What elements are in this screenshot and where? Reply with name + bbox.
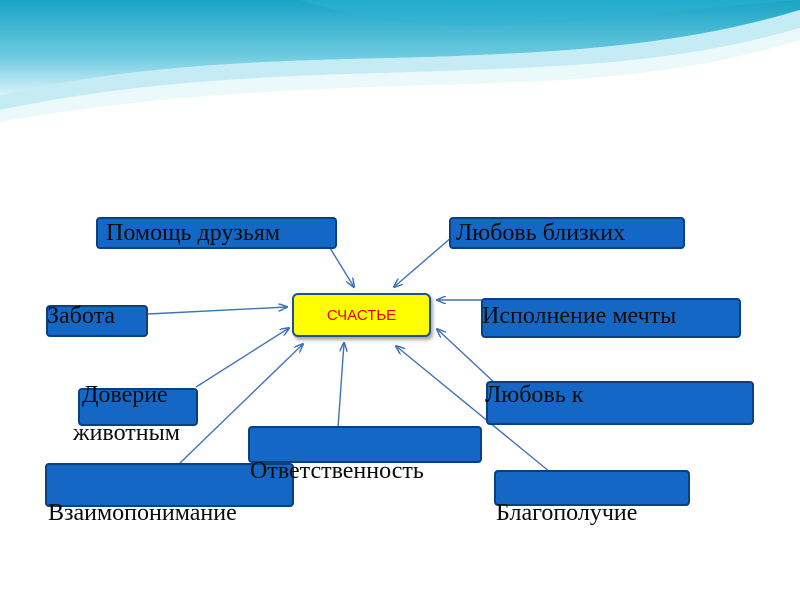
node-love-to-label: Любовь к [485, 382, 583, 408]
node-animals-label: животным [73, 420, 180, 446]
center-node-label: СЧАСТЬЕ [327, 307, 396, 324]
node-responsibility-label: Ответственность [250, 458, 424, 484]
node-trust-label: Доверие [82, 382, 168, 408]
node-dream-label: Исполнение мечты [482, 303, 676, 329]
node-love-close-label: Любовь близких [456, 220, 625, 246]
node-understanding-label: Взаимопонимание [48, 500, 237, 526]
node-care-label: Забота [47, 303, 115, 329]
node-wellbeing-label: Благополучие [496, 500, 637, 526]
node-help-friends-label: Помощь друзьям [106, 220, 280, 246]
center-node-happiness: СЧАСТЬЕ [292, 293, 431, 337]
